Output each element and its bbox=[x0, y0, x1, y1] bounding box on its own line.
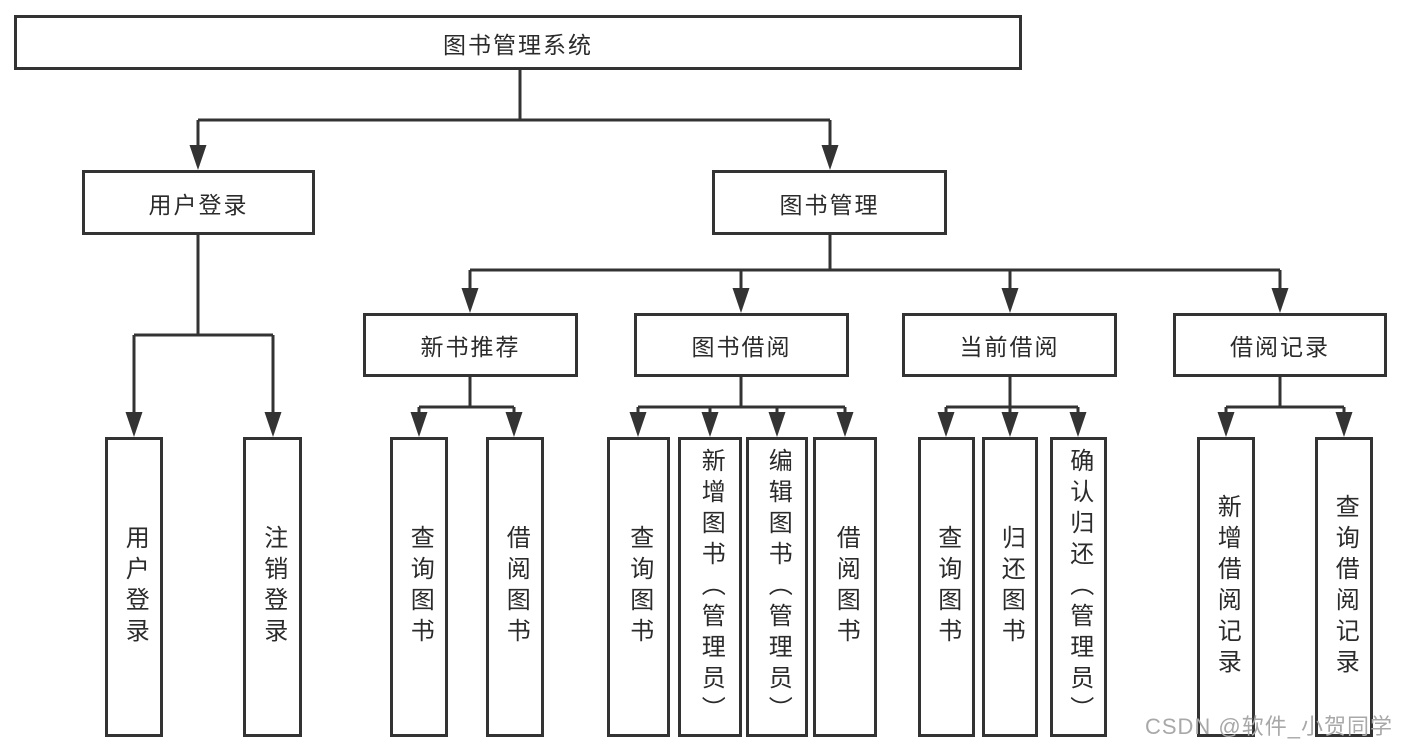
leaf-borrow-books: 借阅图书 bbox=[813, 437, 877, 737]
node-label: 新增图书（管理员） bbox=[697, 447, 725, 727]
node-label: 用户登录 bbox=[148, 191, 249, 218]
node-label: 编辑图书（管理员） bbox=[764, 447, 792, 727]
node-label: 归还图书 bbox=[997, 525, 1025, 649]
node-new-book-recommendation: 新书推荐 bbox=[363, 313, 578, 377]
node-current-borrowing: 当前借阅 bbox=[902, 313, 1117, 377]
node-library-management-system: 图书管理系统 bbox=[14, 15, 1022, 70]
leaf-borrow-books-recommend: 借阅图书 bbox=[486, 437, 544, 737]
node-label: 当前借阅 bbox=[959, 334, 1060, 360]
leaf-return-book: 归还图书 bbox=[982, 437, 1038, 737]
node-label: 新书推荐 bbox=[420, 334, 521, 360]
node-label: 借阅图书 bbox=[502, 525, 530, 649]
node-label: 新增借阅记录 bbox=[1213, 494, 1241, 680]
node-label: 图书管理系统 bbox=[443, 31, 593, 58]
node-label: 图书借阅 bbox=[691, 334, 792, 360]
csdn-watermark: CSDN @软件_小贺同学 bbox=[1144, 714, 1393, 739]
node-label: 图书管理 bbox=[779, 191, 880, 218]
node-label: 查询图书 bbox=[625, 525, 653, 649]
leaf-add-book-admin: 新增图书（管理员） bbox=[678, 437, 742, 737]
leaf-user-login: 用户登录 bbox=[105, 437, 163, 737]
node-book-borrowing: 图书借阅 bbox=[634, 313, 849, 377]
leaf-confirm-return-admin: 确认归还（管理员） bbox=[1050, 437, 1107, 737]
leaf-query-books-recommend: 查询图书 bbox=[390, 437, 448, 737]
node-label: 用户登录 bbox=[121, 525, 149, 649]
node-book-management: 图书管理 bbox=[712, 170, 947, 235]
node-label: 借阅图书 bbox=[832, 525, 860, 649]
node-label: 借阅记录 bbox=[1230, 334, 1330, 360]
node-label: 注销登录 bbox=[259, 525, 287, 649]
node-label: 查询图书 bbox=[406, 525, 434, 649]
leaf-logout: 注销登录 bbox=[243, 437, 302, 737]
leaf-query-books-current: 查询图书 bbox=[918, 437, 975, 737]
leaf-add-borrow-record: 新增借阅记录 bbox=[1197, 437, 1255, 737]
node-label: 查询借阅记录 bbox=[1331, 494, 1359, 680]
node-label: 查询图书 bbox=[933, 525, 961, 649]
node-label: 确认归还（管理员） bbox=[1065, 447, 1093, 727]
leaf-edit-book-admin: 编辑图书（管理员） bbox=[746, 437, 808, 737]
leaf-query-borrow-record: 查询借阅记录 bbox=[1315, 437, 1373, 737]
node-user-login: 用户登录 bbox=[82, 170, 315, 235]
node-borrowing-records: 借阅记录 bbox=[1173, 313, 1387, 377]
leaf-query-books-borrow: 查询图书 bbox=[607, 437, 670, 737]
